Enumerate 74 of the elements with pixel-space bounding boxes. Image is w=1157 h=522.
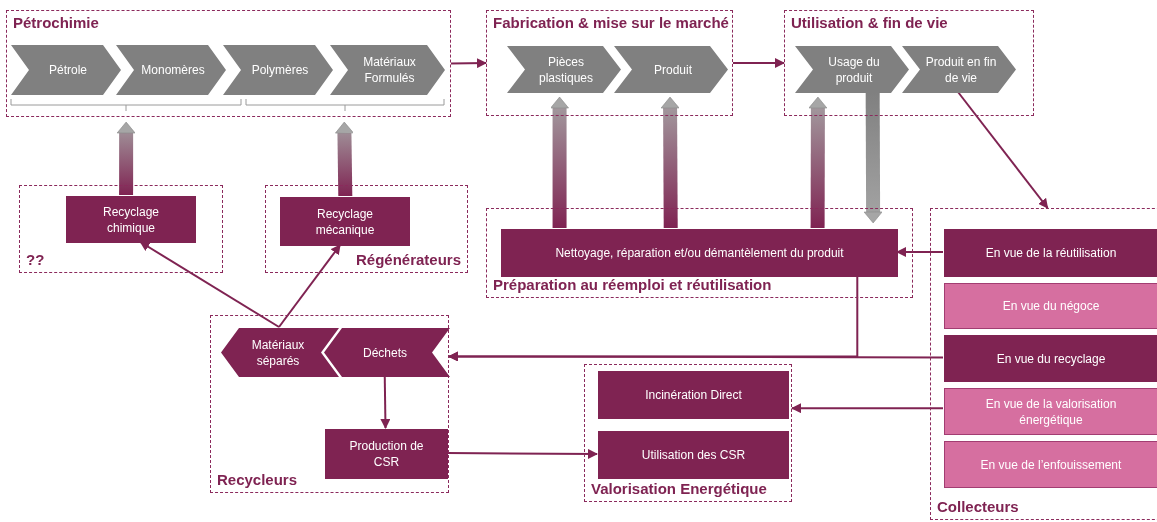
block-arrow bbox=[863, 91, 883, 224]
process-box bbox=[944, 388, 1157, 435]
step-label: Produit en fin de vie bbox=[924, 53, 998, 86]
group-heading: Recycleurs bbox=[217, 471, 298, 490]
block-arrow bbox=[550, 96, 569, 228]
step-label: Utilisation des CSR bbox=[640, 447, 747, 463]
step-label: Pétrole bbox=[48, 62, 88, 78]
step-label: Matériaux Formulés bbox=[362, 54, 417, 86]
chevron-step bbox=[507, 46, 621, 93]
step-label: Recyclage chimique bbox=[102, 203, 160, 236]
group-heading: Fabrication & mise sur le marché bbox=[493, 14, 729, 33]
process-box bbox=[325, 429, 448, 479]
step-label: En vue de la réutilisation bbox=[984, 245, 1118, 261]
step-label: Recyclage mécanique bbox=[314, 205, 376, 238]
arrow bbox=[957, 91, 1049, 209]
group-frame bbox=[930, 208, 1157, 520]
group-frame bbox=[486, 208, 913, 298]
step-label: Produit bbox=[653, 61, 693, 78]
group-frame bbox=[784, 10, 1034, 116]
step-label: Déchets bbox=[362, 344, 408, 361]
group-heading: Collecteurs bbox=[937, 498, 1019, 517]
chevron-step bbox=[11, 45, 121, 95]
step-label: Pièces plastiques bbox=[537, 53, 594, 86]
chevron-step bbox=[614, 46, 728, 93]
chevron-step bbox=[795, 46, 909, 93]
step-label: En vue du recyclage bbox=[995, 350, 1107, 367]
process-box bbox=[280, 197, 410, 246]
step-label: En vue du négoce bbox=[1001, 298, 1101, 314]
process-box bbox=[944, 283, 1157, 329]
group-heading: Utilisation & fin de vie bbox=[791, 14, 948, 33]
step-label: Incinération Direct bbox=[644, 387, 743, 403]
arrow bbox=[791, 403, 944, 414]
group-frame bbox=[6, 10, 451, 117]
step-label: Matériaux séparés bbox=[250, 336, 306, 369]
block-arrow bbox=[660, 96, 680, 229]
block-arrow bbox=[808, 96, 828, 229]
arrow bbox=[732, 58, 785, 68]
arrow bbox=[450, 58, 487, 69]
arrow bbox=[448, 351, 944, 362]
arrow bbox=[380, 375, 391, 429]
chevron-step bbox=[223, 45, 333, 95]
chevron-step bbox=[116, 45, 226, 95]
group-heading: ?? bbox=[26, 251, 45, 270]
group-frame bbox=[210, 315, 449, 493]
process-box bbox=[598, 431, 789, 479]
group-frame bbox=[265, 185, 468, 273]
step-label: Nettoyage, réparation et/ou démantèlement du produit bbox=[554, 245, 845, 261]
group-heading: Régénérateurs bbox=[355, 251, 461, 270]
process-box bbox=[598, 371, 789, 419]
block-arrow bbox=[116, 121, 136, 195]
chevron-step bbox=[221, 328, 339, 377]
step-label: Usage du produit bbox=[827, 53, 881, 86]
process-box bbox=[66, 196, 196, 243]
group-frame bbox=[486, 10, 733, 116]
step-label: En vue de l’enfouissement bbox=[979, 456, 1123, 473]
block-arrow bbox=[335, 121, 354, 197]
step-label: Polymères bbox=[250, 62, 310, 78]
group-heading: Préparation au réemploi et réutilisation bbox=[493, 276, 772, 295]
group-frame bbox=[584, 364, 792, 502]
group-frame bbox=[19, 185, 223, 273]
chevron-step bbox=[330, 45, 445, 95]
step-label: En vue de la valorisation énergétique bbox=[984, 395, 1118, 428]
group-heading: Pétrochimie bbox=[13, 14, 99, 33]
process-box bbox=[944, 335, 1157, 382]
group-heading: Valorisation Energétique bbox=[591, 480, 767, 499]
process-box bbox=[944, 441, 1157, 488]
chevron-step bbox=[902, 46, 1016, 93]
process-box bbox=[501, 229, 898, 277]
chevron-step bbox=[324, 328, 450, 377]
step-label: Production de CSR bbox=[348, 438, 425, 470]
step-label: Monomères bbox=[140, 62, 206, 78]
arrow bbox=[278, 244, 342, 328]
process-box bbox=[944, 229, 1157, 277]
arrow bbox=[139, 241, 280, 328]
